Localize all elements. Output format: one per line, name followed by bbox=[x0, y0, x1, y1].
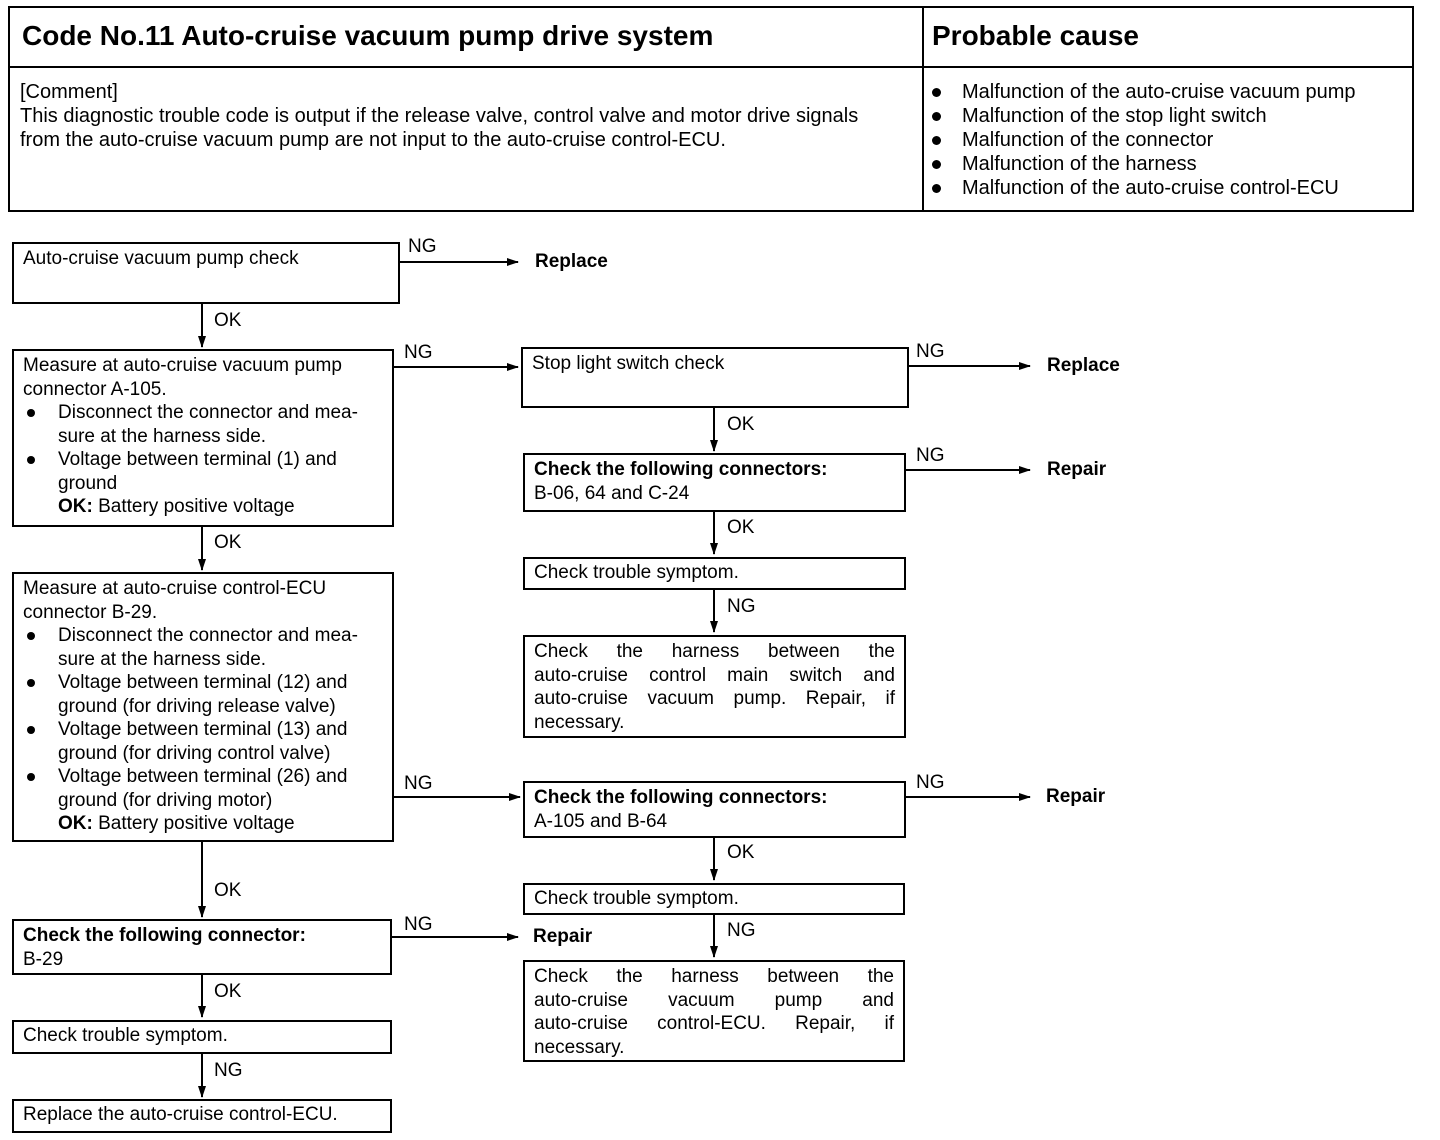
ok-criteria: OK: Battery positive voltage bbox=[58, 813, 295, 834]
comment-text-line: from the auto-cruise vacuum pump are not… bbox=[20, 129, 726, 151]
bullet-icon bbox=[932, 88, 941, 97]
ng-label: NG bbox=[916, 445, 945, 466]
bullet-icon bbox=[27, 409, 35, 417]
bullet-icon bbox=[932, 184, 941, 193]
ok-label: OK bbox=[214, 532, 242, 553]
ok-label: OK bbox=[727, 842, 755, 863]
bullet-icon bbox=[27, 679, 35, 687]
replace-ecu-box: Replace the auto-cruise control-ECU. bbox=[12, 1099, 392, 1133]
bullet-icon bbox=[27, 456, 35, 464]
ok-label: OK bbox=[214, 310, 242, 331]
result-replace: Replace bbox=[535, 251, 608, 272]
result-replace: Replace bbox=[1047, 355, 1120, 376]
header-table: Code No.11 Auto-cruise vacuum pump drive… bbox=[8, 6, 1414, 212]
measure-a105-box: Measure at auto-cruise vacuum pump conne… bbox=[12, 349, 394, 527]
bullet-icon bbox=[932, 160, 941, 169]
step-bullet: Disconnect the connector and mea-sure at… bbox=[23, 401, 383, 448]
bullet-icon bbox=[932, 112, 941, 121]
ng-label: NG bbox=[727, 920, 756, 941]
ok-label: OK bbox=[214, 981, 242, 1002]
bullet-icon bbox=[27, 773, 35, 781]
harness-ecu-box: Check the harness between the auto-cruis… bbox=[523, 960, 905, 1062]
ng-label: NG bbox=[916, 341, 945, 362]
comment-block: [Comment] This diagnostic trouble code i… bbox=[20, 80, 918, 152]
probable-cause-title: Probable cause bbox=[932, 20, 1139, 51]
cause-item: Malfunction of the connector bbox=[928, 128, 1408, 152]
harness-main-switch-box: Check the harness between the auto-cruis… bbox=[523, 635, 906, 738]
bullet-icon bbox=[27, 726, 35, 734]
comment-text-line: This diagnostic trouble code is output i… bbox=[20, 105, 859, 127]
step-bullet: Disconnect the connector and mea-sure at… bbox=[23, 624, 383, 671]
ng-label: NG bbox=[404, 914, 433, 935]
ok-label: OK bbox=[727, 517, 755, 538]
row-divider bbox=[10, 66, 1412, 68]
bullet-icon bbox=[932, 136, 941, 145]
ok-label: OK bbox=[727, 414, 755, 435]
ng-label: NG bbox=[214, 1060, 243, 1081]
cause-item: Malfunction of the stop light switch bbox=[928, 104, 1408, 128]
pump-check-box: Auto-cruise vacuum pump check bbox=[12, 242, 400, 304]
cause-item: Malfunction of the harness bbox=[928, 152, 1408, 176]
trouble-symptom-box: Check trouble symptom. bbox=[12, 1020, 392, 1054]
stop-light-check-box: Stop light switch check bbox=[521, 347, 909, 408]
result-repair: Repair bbox=[1047, 459, 1107, 480]
check-connectors-a105-box: Check the following connectors: A-105 an… bbox=[523, 781, 906, 838]
measure-b29-box: Measure at auto-cruise control-ECU conne… bbox=[12, 572, 394, 842]
column-divider bbox=[922, 8, 924, 210]
cause-item: Malfunction of the auto-cruise vacuum pu… bbox=[928, 80, 1408, 104]
code-title: Code No.11 Auto-cruise vacuum pump drive… bbox=[22, 20, 714, 51]
check-connectors-b06-box: Check the following connectors: B-06, 64… bbox=[523, 453, 906, 512]
ng-label: NG bbox=[408, 236, 437, 257]
ng-label: NG bbox=[727, 596, 756, 617]
check-connector-b29-box: Check the following connector: B-29 bbox=[12, 919, 392, 975]
ng-label: NG bbox=[916, 772, 945, 793]
ok-criteria: OK: Battery positive voltage bbox=[58, 496, 295, 517]
comment-label: [Comment] bbox=[20, 81, 118, 103]
cause-item: Malfunction of the auto-cruise control-E… bbox=[928, 176, 1408, 200]
ng-label: NG bbox=[404, 342, 433, 363]
ok-label: OK bbox=[214, 880, 242, 901]
trouble-symptom-box: Check trouble symptom. bbox=[523, 557, 906, 590]
ng-label: NG bbox=[404, 773, 433, 794]
bullet-icon bbox=[27, 632, 35, 640]
trouble-symptom-box: Check trouble symptom. bbox=[523, 883, 905, 915]
probable-cause-list: Malfunction of the auto-cruise vacuum pu… bbox=[928, 80, 1408, 200]
result-repair: Repair bbox=[1046, 786, 1106, 807]
result-repair: Repair bbox=[533, 926, 593, 947]
